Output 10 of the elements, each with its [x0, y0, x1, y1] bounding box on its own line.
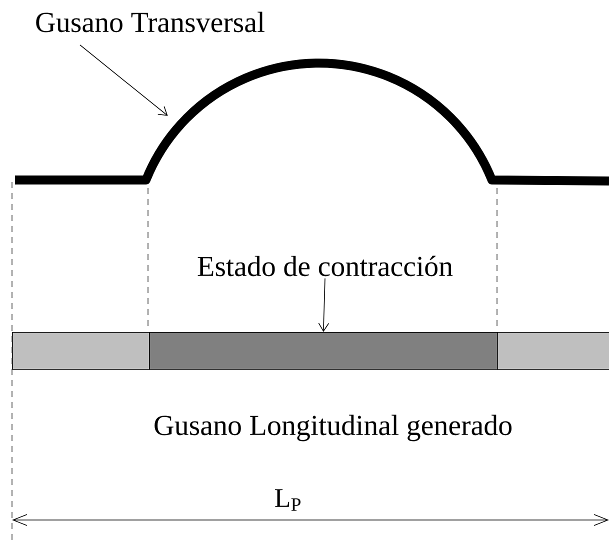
bar-segment: [149, 332, 498, 370]
transverse-worm-line: [15, 58, 609, 186]
bar-segment: [12, 332, 150, 370]
leader-line: [80, 44, 168, 116]
label-text: Gusano Transversal: [36, 12, 264, 32]
leader-line: [318, 278, 330, 332]
dimension-label: L$_{P}$: [275, 489, 300, 511]
bar-segment: [497, 332, 609, 370]
label-text: Estado de contracción: [198, 256, 453, 276]
caption-text: Gusano Longitudinal generado: [154, 414, 512, 442]
